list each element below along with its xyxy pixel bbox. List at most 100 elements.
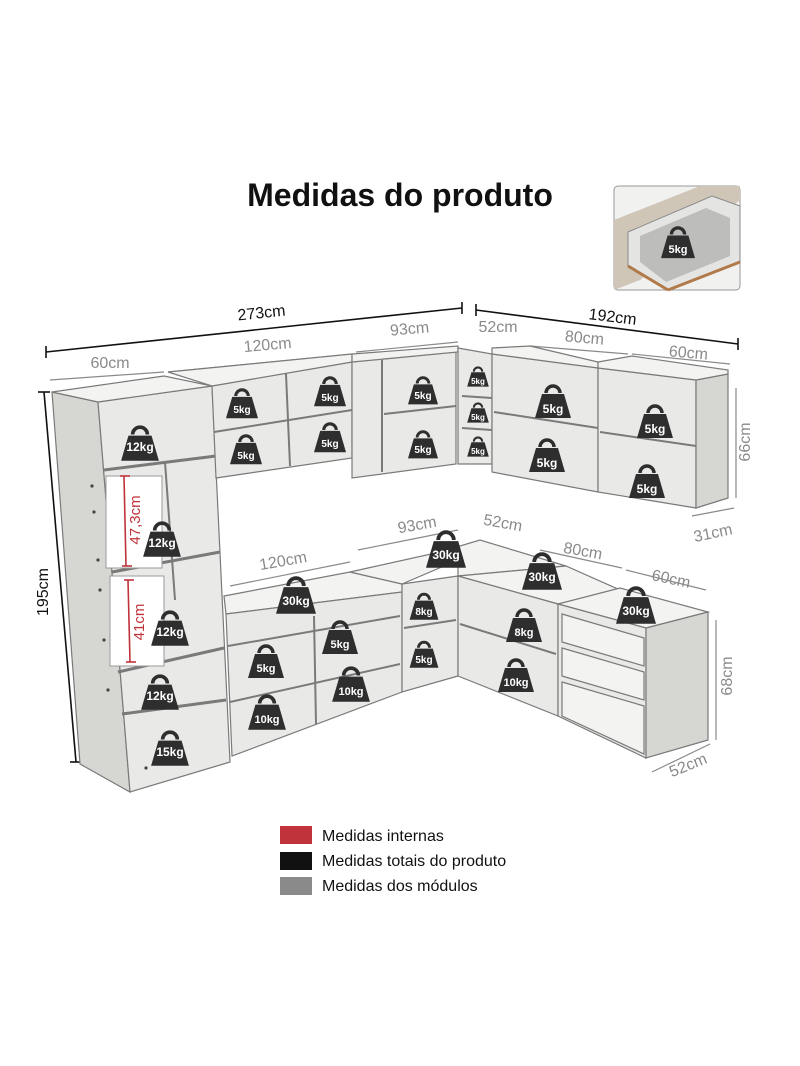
weight-lower80-1: 8kg bbox=[504, 608, 544, 644]
dim-lower-depth: 52cm bbox=[667, 751, 710, 781]
dim-total-side: 192cm bbox=[588, 306, 638, 329]
weight-upper93-2: 5kg bbox=[406, 430, 440, 460]
dim-wall-height: 66cm bbox=[737, 422, 754, 461]
legend-swatch-module bbox=[280, 877, 312, 895]
svg-text:12kg: 12kg bbox=[146, 689, 173, 703]
svg-text:12kg: 12kg bbox=[156, 625, 183, 639]
dim-upper-60-left: 60cm bbox=[90, 355, 129, 372]
dim-upper-93: 93cm bbox=[389, 319, 429, 339]
weight-label: 5kg bbox=[669, 244, 688, 256]
weight-upper60-1: 5kg bbox=[635, 404, 675, 440]
weight-upper80-2: 5kg bbox=[527, 438, 567, 474]
svg-text:30kg: 30kg bbox=[432, 548, 459, 562]
legend-swatch-internal bbox=[280, 826, 312, 844]
svg-text:5kg: 5kg bbox=[415, 655, 432, 666]
weight-upper52-2: 5kg bbox=[466, 402, 490, 424]
legend: Medidas internas Medidas totais do produ… bbox=[280, 826, 506, 895]
svg-text:12kg: 12kg bbox=[126, 440, 153, 454]
svg-text:8kg: 8kg bbox=[515, 627, 534, 639]
weight-tower-3: 12kg bbox=[149, 610, 191, 648]
svg-text:5kg: 5kg bbox=[414, 391, 431, 402]
weight-upper52-3: 5kg bbox=[466, 436, 490, 458]
svg-text:5kg: 5kg bbox=[414, 445, 431, 456]
dim-lower-height: 68cm bbox=[719, 656, 736, 695]
dim-lower-52: 52cm bbox=[482, 512, 523, 536]
weight-lower120-1: 5kg bbox=[246, 644, 286, 680]
svg-text:8kg: 8kg bbox=[415, 607, 432, 618]
svg-text:5kg: 5kg bbox=[237, 451, 254, 462]
svg-text:10kg: 10kg bbox=[503, 677, 528, 689]
svg-text:10kg: 10kg bbox=[254, 714, 279, 726]
weight-upper120-3: 5kg bbox=[228, 434, 264, 466]
svg-text:5kg: 5kg bbox=[471, 447, 485, 456]
weight-upper120-4: 5kg bbox=[312, 422, 348, 454]
dim-lower-120: 120cm bbox=[258, 549, 308, 574]
drawer-1 bbox=[561, 613, 645, 667]
drawer-2 bbox=[561, 647, 645, 701]
svg-text:12kg: 12kg bbox=[148, 536, 175, 550]
svg-text:30kg: 30kg bbox=[622, 604, 649, 618]
weight-icons: 12kg 12kg 12kg 12kg 15kg 5kg 5kg 5kg 5kg… bbox=[119, 366, 675, 768]
dim-lower-80: 80cm bbox=[562, 540, 603, 564]
svg-text:30kg: 30kg bbox=[282, 594, 309, 608]
dim-upper-80: 80cm bbox=[564, 328, 604, 348]
svg-text:10kg: 10kg bbox=[338, 686, 363, 698]
legend-label-internal: Medidas internas bbox=[322, 828, 444, 845]
svg-text:5kg: 5kg bbox=[471, 413, 485, 422]
svg-text:5kg: 5kg bbox=[321, 439, 338, 450]
svg-text:5kg: 5kg bbox=[543, 402, 564, 416]
weight-lower80-2: 10kg bbox=[496, 658, 536, 694]
svg-text:5kg: 5kg bbox=[331, 639, 350, 651]
weight-lower-top-1: 30kg bbox=[276, 578, 316, 614]
svg-text:5kg: 5kg bbox=[645, 422, 666, 436]
svg-text:15kg: 15kg bbox=[156, 745, 183, 759]
legend-label-total: Medidas totais do produto bbox=[322, 853, 506, 870]
dim-upper-120: 120cm bbox=[243, 335, 292, 356]
dim-total-height: 195cm bbox=[35, 568, 52, 616]
weight-upper120-2: 5kg bbox=[312, 376, 348, 408]
weight-lower-top-4: 30kg bbox=[616, 588, 656, 624]
furniture bbox=[51, 345, 729, 794]
dim-lower-93: 93cm bbox=[396, 514, 437, 538]
weight-lower-top-2: 30kg bbox=[426, 532, 466, 568]
weight-tower-4: 12kg bbox=[139, 674, 181, 712]
weight-lower120-2: 5kg bbox=[320, 620, 360, 656]
weight-tower-5: 15kg bbox=[149, 730, 191, 768]
weight-lower93-1: 8kg bbox=[408, 592, 440, 622]
weight-upper93-1: 5kg bbox=[406, 376, 440, 406]
svg-text:5kg: 5kg bbox=[471, 377, 485, 386]
weight-upper120-1: 5kg bbox=[224, 388, 260, 420]
drawer-inset: 5kg bbox=[613, 185, 741, 292]
weight-lower93-2: 5kg bbox=[408, 640, 440, 670]
page-title: Medidas do produto bbox=[247, 177, 553, 213]
weight-tower-2: 12kg bbox=[141, 521, 183, 559]
weight-upper60-2: 5kg bbox=[627, 464, 667, 500]
total-dimensions: 273cm 192cm 195cm bbox=[35, 302, 739, 763]
weight-tower-1: 12kg bbox=[119, 425, 161, 463]
dim-upper-60-right: 60cm bbox=[668, 343, 708, 363]
dim-internal-1: 47,3cm bbox=[127, 495, 144, 544]
weight-lower120-3: 10kg bbox=[246, 694, 288, 732]
dim-internal-2: 41cm bbox=[131, 604, 148, 641]
legend-label-module: Medidas dos módulos bbox=[322, 878, 478, 895]
svg-text:5kg: 5kg bbox=[637, 482, 658, 496]
weight-upper80-1: 5kg bbox=[533, 384, 573, 420]
svg-text:5kg: 5kg bbox=[537, 456, 558, 470]
svg-text:5kg: 5kg bbox=[321, 393, 338, 404]
weight-lower120-4: 10kg bbox=[330, 666, 372, 704]
svg-text:5kg: 5kg bbox=[257, 663, 276, 675]
weight-upper52-1: 5kg bbox=[466, 366, 490, 388]
dim-wall-depth: 31cm bbox=[692, 521, 734, 546]
dim-lower-60: 60cm bbox=[650, 567, 692, 592]
dim-upper-52: 52cm bbox=[478, 319, 517, 336]
lower-93 bbox=[401, 575, 459, 693]
internal-dimensions: 47,3cm 41cm bbox=[120, 475, 148, 663]
legend-swatch-total bbox=[280, 852, 312, 870]
dim-total-width: 273cm bbox=[237, 303, 287, 325]
svg-text:30kg: 30kg bbox=[528, 570, 555, 584]
weight-lower-top-3: 30kg bbox=[522, 554, 562, 590]
svg-text:5kg: 5kg bbox=[233, 405, 250, 416]
drawer-3 bbox=[561, 681, 645, 755]
upper-93 bbox=[351, 351, 457, 479]
